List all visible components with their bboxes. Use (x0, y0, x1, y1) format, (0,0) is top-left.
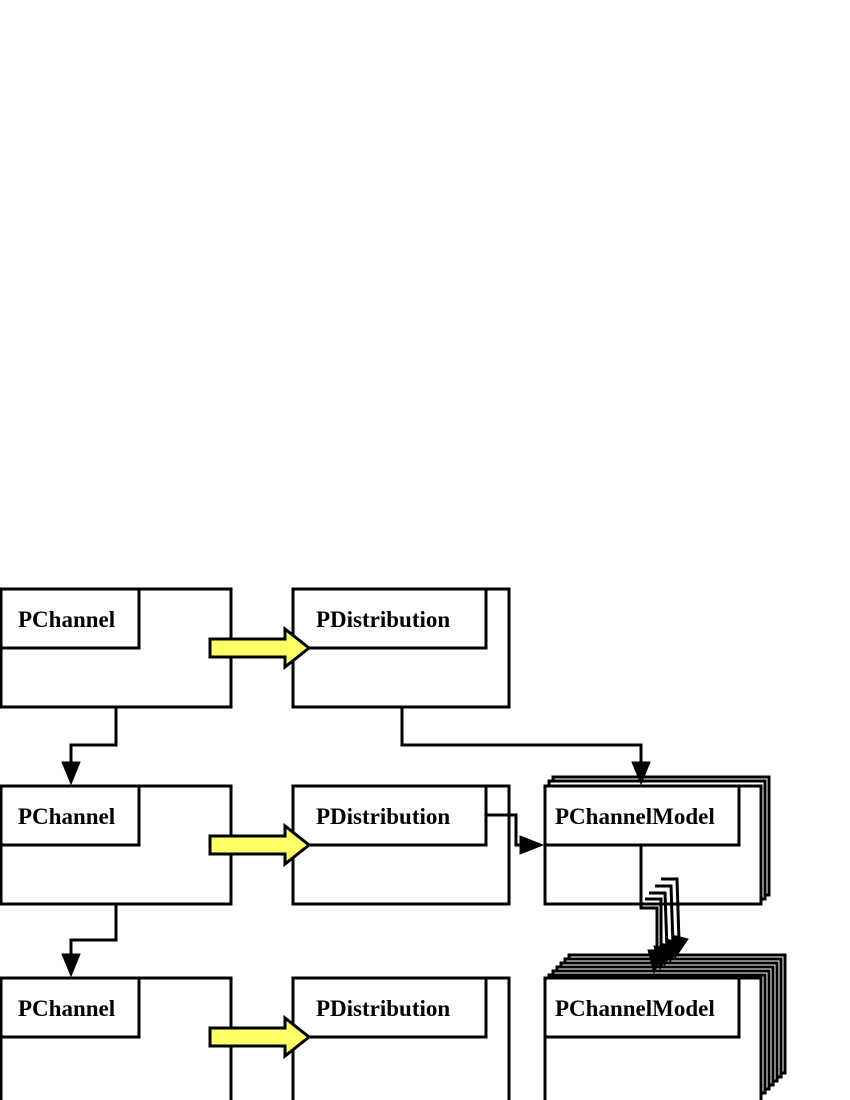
node-pchannel-3: PChannel (0, 976, 233, 1100)
connector-channel1-to-channel2 (61, 707, 118, 786)
node-pchannel-1: PChannel (0, 587, 233, 709)
node-label: PChannel (18, 996, 115, 1021)
connector-channel2-to-channel3 (61, 904, 118, 978)
node-label: PChannelModel (555, 804, 715, 829)
node-label: PChannel (18, 804, 115, 829)
node-label: PDistribution (316, 804, 450, 829)
node-pdistribution-3: PDistribution (291, 976, 511, 1100)
node-pchannel-2: PChannel (0, 784, 233, 906)
connector-distribution1-to-channelmodel (400, 707, 651, 786)
connector-distribution2-to-channelmodel (486, 813, 545, 855)
node-label: PDistribution (316, 607, 450, 632)
node-label: PChannelModel (555, 996, 715, 1021)
node-pdistribution-2: PDistribution (291, 784, 511, 906)
fat-arrow-row1 (208, 625, 312, 671)
node-pdistribution-1: PDistribution (291, 587, 511, 709)
node-pchannelmodel-2: PChannelModel (543, 784, 763, 906)
node-pchannelmodel-3: PChannelModel (543, 976, 763, 1100)
fat-arrow-row3 (208, 1014, 312, 1060)
node-label: PDistribution (316, 996, 450, 1021)
fat-arrow-row2 (208, 822, 312, 868)
node-label: PChannel (18, 607, 115, 632)
connectors-channelmodel-stack (639, 845, 689, 975)
